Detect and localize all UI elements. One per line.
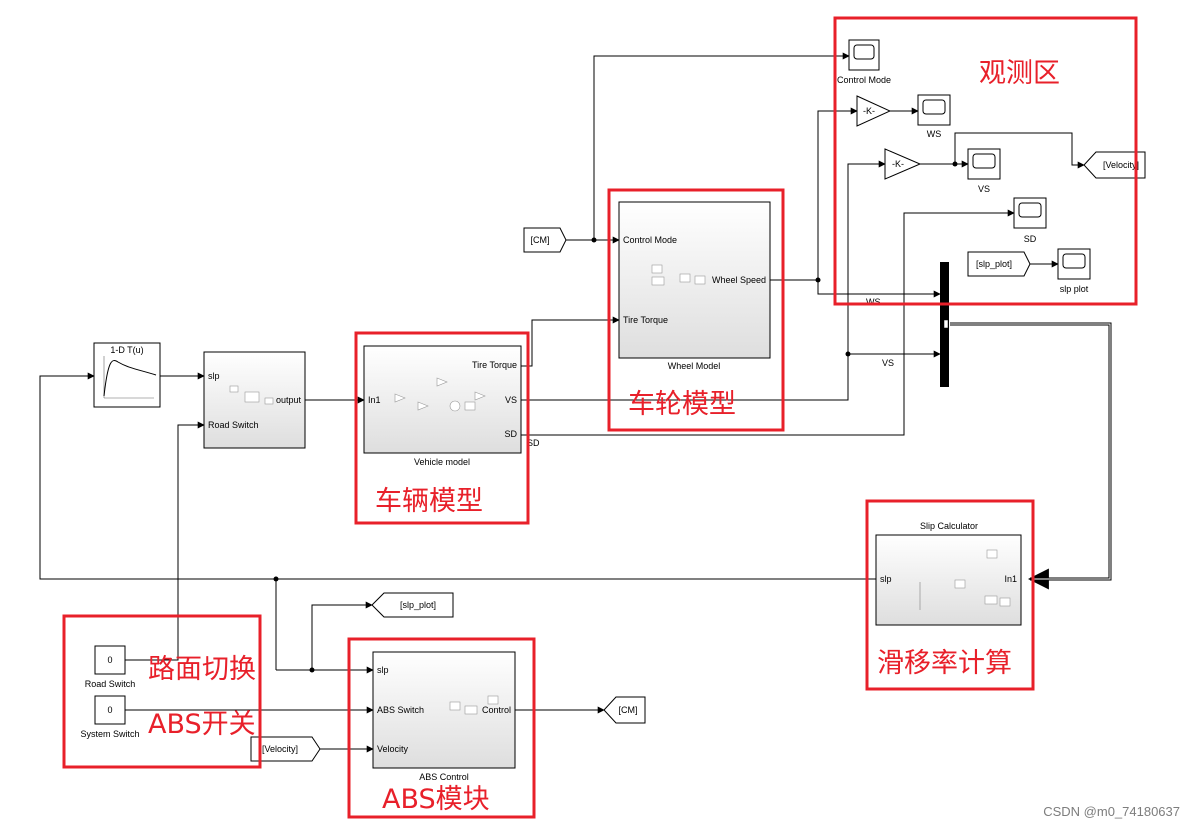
port-tire-torque: Tire Torque xyxy=(472,360,517,370)
wire-cm-to-scope xyxy=(593,52,850,240)
scope-control-mode-label: Control Mode xyxy=(837,75,891,85)
scope-ws[interactable]: WS xyxy=(917,94,951,139)
gain-vs-text: -K- xyxy=(892,159,904,169)
port-velocity: Velocity xyxy=(377,744,409,754)
goto-tag-slp-plot[interactable]: [slp_plot] xyxy=(371,592,454,618)
wire-slp-feedback xyxy=(39,372,876,580)
annotation-abs-module: ABS模块 xyxy=(347,637,536,819)
port-in1-slip: In1 xyxy=(1004,574,1017,584)
goto-tag-slp-plot-text: [slp_plot] xyxy=(400,600,436,610)
goto-tag-cm[interactable]: [CM] xyxy=(603,696,646,724)
annotation-wheel-model: 车轮模型 xyxy=(607,188,785,432)
port-wheel-speed: Wheel Speed xyxy=(712,275,766,285)
signal-label-sd: SD xyxy=(527,438,540,448)
scope-slp-plot-label: slp plot xyxy=(1060,284,1089,294)
from-tag-slp-plot[interactable]: [slp_plot] xyxy=(967,251,1031,277)
road-switch-value: 0 xyxy=(107,655,112,665)
port-slp: slp xyxy=(208,371,220,381)
annotation-switch-area: 路面切换 ABS开关 xyxy=(62,614,262,769)
annotation-wheel-model-text: 车轮模型 xyxy=(628,389,736,420)
port-control-mode: Control Mode xyxy=(623,235,677,245)
vehicle-model-title: Vehicle model xyxy=(414,457,470,467)
scope-ws-label: WS xyxy=(927,129,942,139)
annotation-road-switch-text: 路面切换 xyxy=(148,654,256,685)
lookup-title: 1-D T(u) xyxy=(110,345,143,355)
annotation-abs-switch-text: ABS开关 xyxy=(148,709,256,740)
branch-dot xyxy=(309,667,315,673)
wire-ws-to-gain xyxy=(817,107,858,280)
abs-control-subsystem[interactable]: slp ABS Switch Velocity Control ABS Cont… xyxy=(372,651,516,782)
watermark: CSDN @m0_74180637 xyxy=(1043,804,1180,819)
vehicle-model-subsystem[interactable]: In1 Tire Torque VS SD Vehicle model xyxy=(363,345,522,467)
scope-slp-plot[interactable]: slp plot xyxy=(1057,248,1091,294)
wire-vs-to-gain2 xyxy=(521,160,886,401)
annotation-vehicle-model: 车辆模型 xyxy=(354,331,530,525)
goto-tag-cm-text: [CM] xyxy=(619,705,638,715)
port-abs-switch: ABS Switch xyxy=(377,705,424,715)
from-tag-cm-text: [CM] xyxy=(531,235,550,245)
scope-vs[interactable]: VS xyxy=(967,148,1001,194)
signal-label-vs: VS xyxy=(882,358,894,368)
wire-sd-to-scope xyxy=(521,209,1015,436)
gain-block-vs[interactable]: -K- xyxy=(884,148,922,180)
gain-ws-text: -K- xyxy=(863,106,875,116)
wire-gain2-to-velocity xyxy=(954,132,1085,169)
wire-ws-to-mux xyxy=(817,280,941,298)
system-switch-label: System Switch xyxy=(80,729,139,739)
signal-label-ws: WS xyxy=(866,297,881,307)
road-switch-label: Road Switch xyxy=(85,679,136,689)
port-control: Control xyxy=(482,705,511,715)
slip-calculator-title: Slip Calculator xyxy=(920,521,978,531)
goto-tag-velocity-text: [Velocity] xyxy=(1103,160,1139,170)
port-in1: In1 xyxy=(368,395,381,405)
wire-roadconst-to-block xyxy=(125,421,205,661)
branch-dot xyxy=(591,237,597,243)
port-vs: VS xyxy=(505,395,517,405)
port-sd: SD xyxy=(504,429,517,439)
scope-sd-label: SD xyxy=(1024,234,1037,244)
wheel-model-subsystem[interactable]: Control Mode Tire Torque Wheel Speed Whe… xyxy=(618,201,771,371)
scope-control-mode[interactable]: Control Mode xyxy=(837,39,891,85)
wire-tire-torque xyxy=(521,316,620,367)
slip-calculator-subsystem[interactable]: Slip Calculator slp In1 xyxy=(875,521,1022,626)
from-tag-slp-plot-text: [slp_plot] xyxy=(976,259,1012,269)
port-slp-out: slp xyxy=(880,574,892,584)
goto-tag-velocity[interactable]: [Velocity] xyxy=(1083,151,1146,179)
abs-control-title: ABS Control xyxy=(419,772,469,782)
annotation-slip-calc: 滑移率计算 xyxy=(865,499,1035,691)
from-tag-velocity[interactable]: [Velocity] xyxy=(250,736,321,762)
bus-inner-line xyxy=(950,323,1111,580)
road-switch-constant[interactable]: 0 Road Switch xyxy=(85,645,136,689)
gain-block-ws[interactable]: -K- xyxy=(856,95,892,127)
branch-dot xyxy=(845,351,851,357)
port-tire-torque-in: Tire Torque xyxy=(623,315,668,325)
port-output: output xyxy=(276,395,302,405)
system-switch-constant[interactable]: 0 System Switch xyxy=(80,695,140,739)
road-switch-subsystem[interactable]: slp Road Switch output xyxy=(203,351,306,449)
annotation-observation-text: 观测区 xyxy=(979,58,1060,89)
scope-vs-label: VS xyxy=(978,184,990,194)
system-switch-value: 0 xyxy=(107,705,112,715)
scope-sd[interactable]: SD xyxy=(1013,197,1047,244)
branch-dot xyxy=(815,277,821,283)
annotation-observation: 观测区 xyxy=(833,16,1138,306)
mux-output-port xyxy=(943,319,949,329)
from-tag-velocity-text: [Velocity] xyxy=(262,744,298,754)
lookup-table-block[interactable]: 1-D T(u) xyxy=(93,342,161,408)
annotation-vehicle-model-text: 车辆模型 xyxy=(375,486,483,517)
port-slp-abs: slp xyxy=(377,665,389,675)
branch-dot xyxy=(952,161,958,167)
annotation-abs-module-text: ABS模块 xyxy=(382,784,490,815)
annotation-slip-calc-text: 滑移率计算 xyxy=(877,648,1012,679)
from-tag-cm[interactable]: [CM] xyxy=(523,227,567,253)
wire-slp-to-goto xyxy=(311,601,373,670)
wheel-model-title: Wheel Model xyxy=(668,361,721,371)
port-road-switch: Road Switch xyxy=(208,420,259,430)
wires xyxy=(39,52,1112,753)
